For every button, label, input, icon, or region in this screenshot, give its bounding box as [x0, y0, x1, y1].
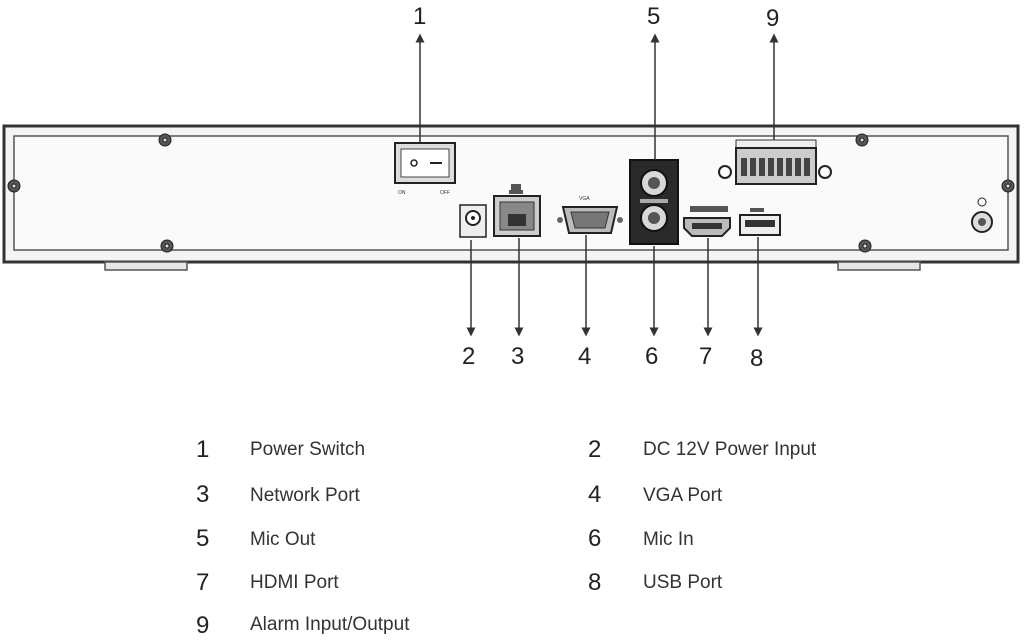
- switch-off-label: OFF: [440, 190, 450, 196]
- dc-power-input: [459, 204, 487, 238]
- callout-5: 5: [647, 3, 660, 30]
- vga-label: VGA: [579, 196, 590, 202]
- hdmi-port: [683, 206, 731, 237]
- power-switch: ON OFF: [394, 142, 456, 196]
- usb-port: [739, 208, 781, 236]
- callout-8: 8: [750, 345, 763, 372]
- callout-2: 2: [462, 343, 475, 370]
- callout-6: 6: [645, 343, 658, 370]
- screws: [7, 133, 1015, 253]
- vga-port: VGA: [557, 196, 623, 234]
- callout-4: 4: [578, 343, 591, 370]
- switch-on-label: ON: [398, 190, 406, 196]
- callout-7: 7: [699, 343, 712, 370]
- ground-terminal: [971, 197, 993, 233]
- alarm-terminal: [718, 139, 832, 185]
- callout-1: 1: [413, 3, 426, 30]
- callout-lines: [415, 33, 779, 337]
- network-port: [493, 184, 541, 237]
- callout-3: 3: [511, 343, 524, 370]
- mic-jacks: [629, 159, 679, 245]
- callout-9: 9: [766, 5, 779, 32]
